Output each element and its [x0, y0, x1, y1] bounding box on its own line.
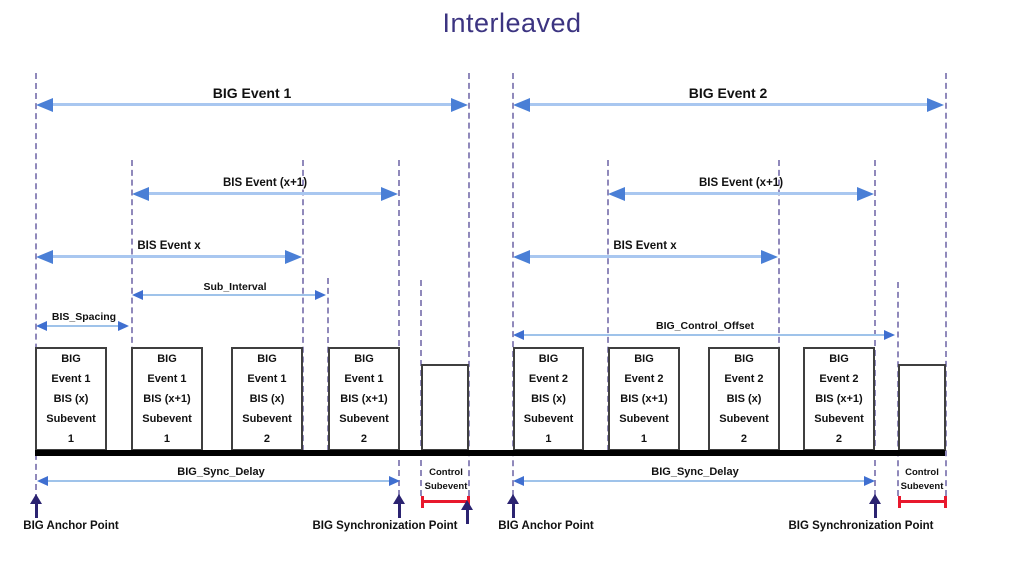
guide-line-bis-x-end-left: [302, 160, 304, 451]
sub-interval-arrow: [132, 290, 326, 300]
big-sync-delay-arrow-left: [37, 476, 400, 486]
subevent-box-big1-bisx-1: BIG Event 1 BIS (x) Subevent 1: [35, 347, 107, 451]
control-subevent-label-left: Control Subevent: [424, 467, 468, 492]
subevent-box-big2-bisx1-1: BIG Event 2 BIS (x+1) Subevent 1: [608, 347, 680, 451]
bis-event-x1-label-right: BIS Event (x+1): [698, 177, 784, 189]
subevent-box-big1-bisx-2: BIG Event 1 BIS (x) Subevent 2: [231, 347, 303, 451]
bis-spacing-arrow: [36, 321, 129, 331]
bis-event-x-arrow-left: [36, 250, 302, 264]
control-subevent-label-right: Control Subevent: [900, 467, 944, 492]
big-sync-point-marker-left: [393, 494, 405, 518]
guide-line-big1-end: [468, 73, 470, 496]
big-anchor-point-label-right: BIG Anchor Point: [498, 520, 594, 532]
sub-interval-label: Sub_Interval: [203, 281, 267, 293]
timeline-axis: [35, 450, 945, 456]
control-subevent-end-marker-left: [461, 500, 473, 524]
big-control-offset-arrow: [513, 330, 895, 340]
guide-line-big2-end: [945, 73, 947, 496]
bis-event-x1-arrow-left: [132, 187, 398, 201]
control-subevent-box-right: [898, 364, 946, 451]
guide-line-bis-x-end-right: [778, 160, 780, 451]
big-event-2-label: BIG Event 2: [688, 85, 768, 101]
big-sync-delay-arrow-right: [513, 476, 875, 486]
bis-spacing-label: BIS_Spacing: [51, 311, 117, 323]
big-sync-delay-label-right: BIG_Sync_Delay: [651, 466, 739, 478]
guide-line-sync-point-right: [874, 160, 876, 496]
subevent-box-big1-bisx1-2: BIG Event 1 BIS (x+1) Subevent 2: [328, 347, 400, 451]
big-anchor-point-marker-left: [30, 494, 42, 518]
big-control-offset-label: BIG_Control_Offset: [655, 320, 755, 332]
control-subevent-bracket-right: [898, 496, 947, 508]
guide-line-bis-x1-start-right: [607, 160, 609, 451]
guide-line-bis-x1-start-left: [131, 160, 133, 451]
big-sync-point-marker-right: [869, 494, 881, 518]
bis-event-x-label-right: BIS Event x: [613, 240, 677, 252]
big-sync-point-label-right: BIG Synchronization Point: [788, 520, 934, 532]
big-anchor-point-marker-right: [507, 494, 519, 518]
guide-line-sync-point-left: [398, 160, 400, 496]
bis-event-x-label-left: BIS Event x: [137, 240, 201, 252]
big-event-1-arrow: [36, 98, 468, 112]
big-sync-point-label-left: BIG Synchronization Point: [312, 520, 458, 532]
big-sync-delay-label-left: BIG_Sync_Delay: [177, 466, 265, 478]
subevent-box-big2-bisx-1: BIG Event 2 BIS (x) Subevent 1: [513, 347, 584, 451]
subevent-box-big2-bisx-2: BIG Event 2 BIS (x) Subevent 2: [708, 347, 780, 451]
page-title: Interleaved: [442, 8, 582, 38]
guide-line-big2-start: [512, 73, 514, 496]
big-event-1-label: BIG Event 1: [212, 85, 292, 101]
big-event-2-arrow: [513, 98, 944, 112]
bis-event-x1-label-left: BIS Event (x+1): [222, 177, 308, 189]
subevent-box-big2-bisx1-2: BIG Event 2 BIS (x+1) Subevent 2: [803, 347, 875, 451]
bis-event-x1-arrow-right: [608, 187, 874, 201]
guide-line-big1-start: [35, 73, 37, 500]
subevent-box-big1-bisx1-1: BIG Event 1 BIS (x+1) Subevent 1: [131, 347, 203, 451]
bis-event-x-arrow-right: [513, 250, 778, 264]
big-anchor-point-label-left: BIG Anchor Point: [23, 520, 119, 532]
control-subevent-box-left: [421, 364, 469, 451]
